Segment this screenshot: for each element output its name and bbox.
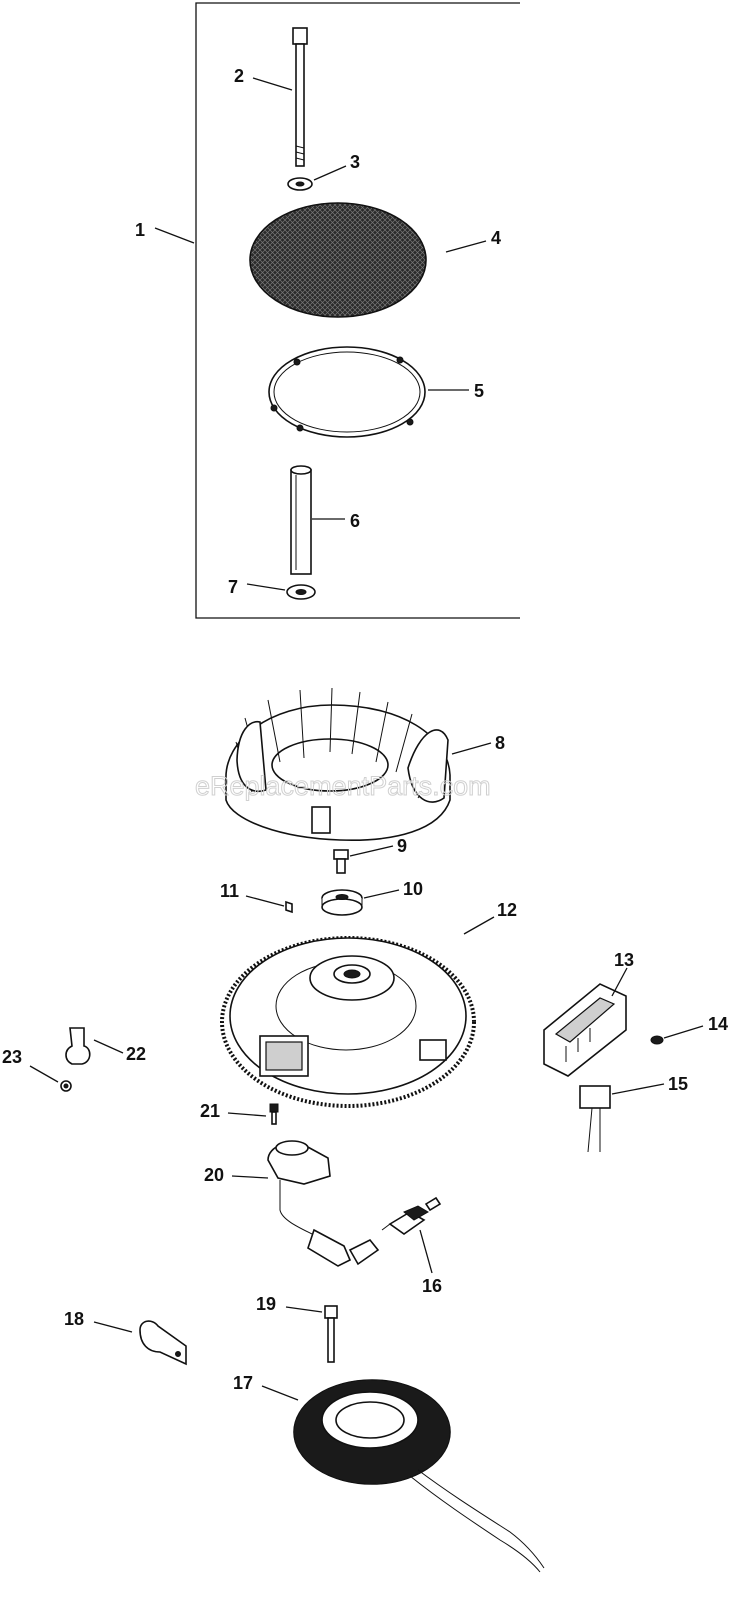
callout-14: 14: [708, 1014, 728, 1034]
callout-11: 11: [220, 881, 239, 901]
callout-22: 22: [126, 1044, 146, 1064]
callout-13: 13: [614, 950, 634, 970]
callout-16: 16: [422, 1276, 442, 1296]
callout-8: 8: [495, 733, 505, 753]
callout-15: 15: [668, 1074, 688, 1094]
assembly-bracket: [195, 2, 520, 619]
part-20-ignition-coil: [267, 1140, 380, 1267]
callout-23: 23: [2, 1047, 22, 1067]
callout-21: 21: [200, 1101, 220, 1121]
callout-10: 10: [403, 879, 423, 899]
callout-20: 20: [204, 1165, 224, 1185]
part-3-washer: [287, 177, 313, 191]
part-12-flywheel: [220, 936, 476, 1108]
callout-6: 6: [350, 511, 360, 531]
part-9-screw: [333, 849, 349, 874]
part-5-retaining-ring: [268, 346, 426, 438]
part-18-clamp: [139, 1320, 187, 1366]
leader-lines: [29, 77, 704, 1401]
callout-7: 7: [228, 577, 238, 597]
part-23-nut: [60, 1080, 72, 1092]
part-22-clip: [65, 1027, 91, 1065]
callout-4: 4: [491, 228, 501, 248]
callout-1: 1: [135, 220, 145, 240]
callout-12: 12: [497, 900, 517, 920]
callout-18: 18: [64, 1309, 84, 1329]
part-16-spark-plug: [381, 1196, 442, 1235]
part-13-rectifier-module: [543, 983, 627, 1077]
part-14-screw: [650, 1035, 664, 1045]
part-8-cooling-fan: [225, 687, 451, 842]
watermark-text: eReplacementParts.com: [195, 771, 491, 801]
part-4-mesh-screen: [249, 202, 427, 318]
part-7-washer: [286, 584, 316, 600]
part-11-key: [285, 900, 293, 914]
callout-2: 2: [234, 66, 244, 86]
part-19-bolt: [324, 1305, 338, 1363]
callout-19: 19: [256, 1294, 276, 1314]
callout-17: 17: [233, 1373, 253, 1393]
part-17-stator: [293, 1379, 545, 1573]
part-21-screw: [269, 1103, 279, 1125]
part-2-long-bolt: [292, 27, 308, 167]
callout-9: 9: [397, 836, 407, 856]
callout-5: 5: [474, 381, 484, 401]
part-15-connector: [579, 1085, 611, 1153]
callout-3: 3: [350, 152, 360, 172]
part-10-spacer: [321, 889, 363, 916]
callout-labels: 1 2 3 4 5 6 7 8 9 10 11 12 13 14 15 16 1…: [2, 66, 728, 1393]
part-6-spacer-tube: [290, 465, 312, 575]
